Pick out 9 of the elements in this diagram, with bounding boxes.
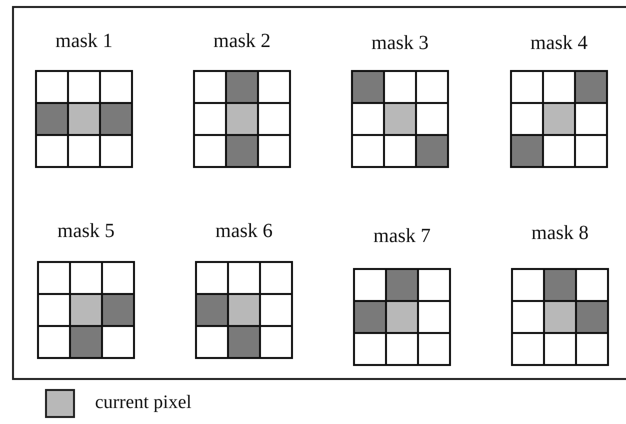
mask-label: mask 3 (371, 32, 429, 55)
mask-label: mask 2 (213, 30, 271, 53)
mask-label: mask 8 (531, 222, 589, 245)
mask-label: mask 1 (55, 30, 113, 53)
mask-label: mask 4 (530, 32, 588, 55)
mask-label: mask 7 (373, 225, 431, 248)
mask-label: mask 6 (215, 220, 273, 243)
mask-label: mask 5 (57, 220, 115, 243)
legend-label: current pixel (95, 392, 192, 414)
